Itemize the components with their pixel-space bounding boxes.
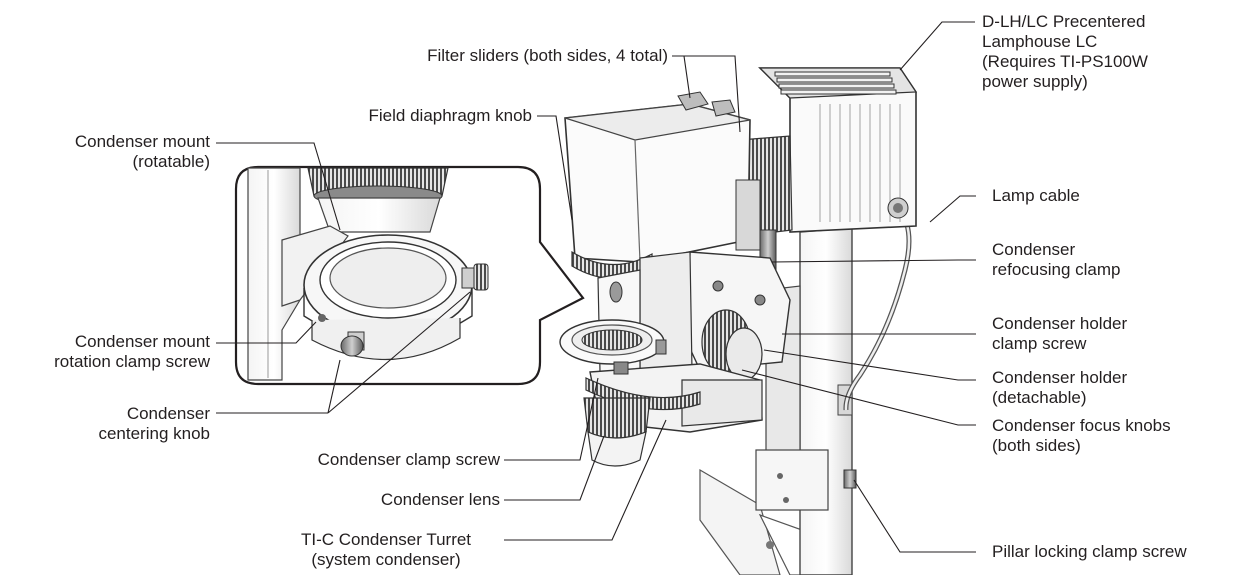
label-condenser-mount: Condenser mount (rotatable) bbox=[74, 132, 210, 171]
label-condenser-focus-knobs: Condenser focus knobs (both sides) bbox=[992, 416, 1171, 455]
label-filter-sliders: Filter sliders (both sides, 4 total) bbox=[427, 46, 668, 65]
label-condenser-lens: Condenser lens bbox=[380, 490, 500, 509]
label-condenser-refocusing-clamp: Condenser refocusing clamp bbox=[992, 240, 1121, 279]
label-condenser-turret: TI-C Condenser Turret (system condenser) bbox=[300, 530, 472, 569]
label-lamphouse: D-LH/LC Precentered Lamphouse LC (Requir… bbox=[982, 12, 1148, 91]
label-mount-rotation-clamp-screw: Condenser mount rotation clamp screw bbox=[54, 332, 210, 371]
label-condenser-holder: Condenser holder (detachable) bbox=[992, 368, 1128, 407]
main-assembly bbox=[559, 67, 918, 575]
label-condenser-holder-clamp-screw: Condenser holder clamp screw bbox=[992, 314, 1128, 353]
label-condenser-centering-knob: Condenser centering knob bbox=[98, 404, 210, 443]
label-condenser-clamp-screw: Condenser clamp screw bbox=[317, 450, 500, 469]
label-field-diaphragm-knob: Field diaphragm knob bbox=[368, 106, 532, 125]
leader-lines bbox=[216, 21, 976, 553]
label-pillar-locking-clamp-screw: Pillar locking clamp screw bbox=[992, 542, 1187, 561]
label-lamp-cable: Lamp cable bbox=[992, 186, 1080, 205]
inset-detail bbox=[234, 165, 585, 386]
